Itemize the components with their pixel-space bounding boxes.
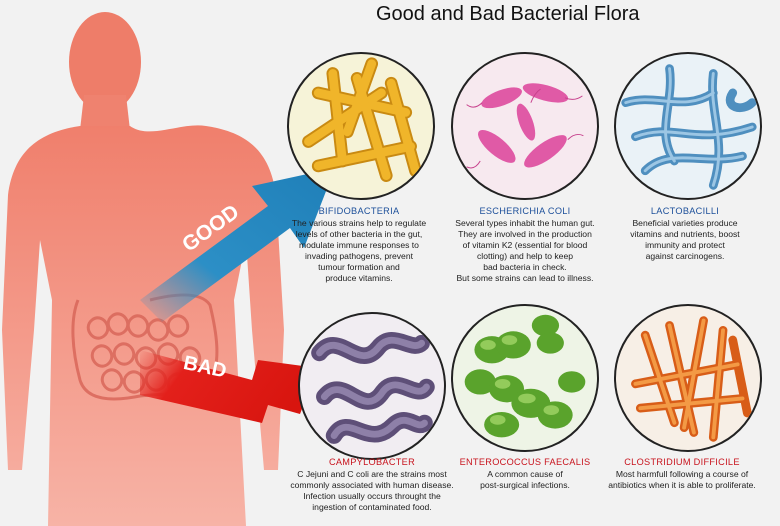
campylobacter-circle xyxy=(298,312,446,460)
bacteria-description: Several types inhabit the human gut. The… xyxy=(455,218,595,283)
lactobacilli-caption: LACTOBACILLI Beneficial varieties produc… xyxy=(590,206,780,262)
head-shape xyxy=(69,12,141,112)
page-title: Good and Bad Bacterial Flora xyxy=(376,3,640,25)
escherichia-coli-circle xyxy=(451,52,599,200)
lactobacilli-circle xyxy=(614,52,762,200)
bacteria-description: Most harmfull following a course of anti… xyxy=(608,469,756,490)
bacteria-description: C Jejuni and C coli are the strains most… xyxy=(290,469,454,512)
escherichia-coli-caption: ESCHERICHIA COLI Several types inhabit t… xyxy=(430,206,620,284)
campylobacter-caption: CAMPYLOBACTER C Jejuni and C coli are th… xyxy=(272,457,472,513)
bacteria-name: CLOSTRIDIUM DIFFICILE xyxy=(624,457,740,467)
bacteria-name: BIFIDOBACTERIA xyxy=(318,206,400,216)
bifidobacteria-caption: BIFIDOBACTERIA The various strains help … xyxy=(264,206,454,284)
bacteria-description: The various strains help to regulate lev… xyxy=(291,218,427,283)
bifidobacteria-circle xyxy=(287,52,435,200)
bacteria-name: ENTEROCOCCUS FAECALIS xyxy=(459,457,591,467)
clostridium-difficile-caption: CLOSTRIDIUM DIFFICILE Most harmfull foll… xyxy=(586,457,778,491)
enterococcus-faecalis-circle xyxy=(451,304,599,452)
enterococcus-faecalis-caption: ENTEROCOCCUS FAECALIS A common cause of … xyxy=(430,457,620,491)
bacteria-name: LACTOBACILLI xyxy=(650,206,720,216)
neck-shape xyxy=(80,95,130,130)
bacteria-name: ESCHERICHIA COLI xyxy=(479,206,571,216)
clostridium-difficile-circle xyxy=(614,304,762,452)
bacteria-description: A common cause of post-surgical infectio… xyxy=(480,469,570,490)
bacteria-description: Beneficial varieties produce vitamins an… xyxy=(630,218,740,261)
torso-shape xyxy=(2,125,284,526)
bacteria-name: CAMPYLOBACTER xyxy=(328,457,416,467)
